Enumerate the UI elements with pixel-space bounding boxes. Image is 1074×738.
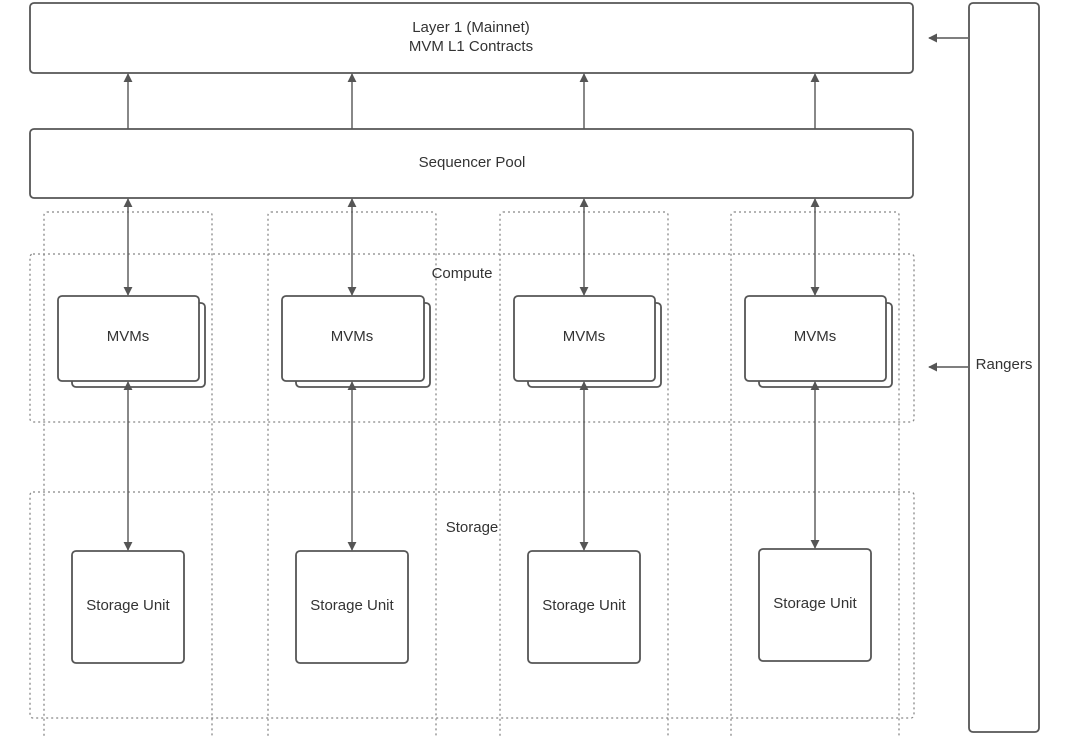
storage-unit-3: Storage Unit [527,550,641,664]
compute-label: Compute [432,265,493,282]
sequencer-label: Sequencer Pool [419,154,526,171]
compute-layer: Compute [29,253,915,423]
sequencer-box [29,128,914,199]
storage-unit-1: Storage Unit [71,550,185,664]
rangers-label: Rangers [976,356,1033,373]
mvm-block-2: MVMs [281,295,431,388]
mvm-storage-arrows [123,381,820,551]
rangers-box [968,2,1040,733]
sequencer-to-layer1-arrows [123,73,820,129]
mvm-block-4: MVMs [744,295,893,388]
storage-unit-box [758,548,872,662]
mvm-block-box [744,295,887,382]
layer1-node: Layer 1 (Mainnet) MVM L1 Contracts [29,2,914,74]
mvm-block-box [57,295,200,382]
mvm-block-label: MVMs [794,328,837,345]
mvm-block-label: MVMs [107,328,150,345]
layer1-subtitle: MVM L1 Contracts [409,38,533,55]
rangers-node: Rangers [968,2,1040,733]
mvm-block-label: MVMs [563,328,606,345]
mvm-block-label: MVMs [331,328,374,345]
layer1-title: Layer 1 (Mainnet) [412,19,530,36]
mvm-block-3: MVMs [513,295,662,388]
storage-unit-box [527,550,641,664]
storage-unit-4: Storage Unit [758,548,872,662]
storage-unit-label: Storage Unit [773,595,857,612]
mvm-block-box [281,295,425,382]
storage-unit-box [71,550,185,664]
storage-unit-2: Storage Unit [295,550,409,664]
sequencer-node: Sequencer Pool [29,128,914,199]
storage-label: Storage [446,519,499,536]
mvm-block-box [513,295,656,382]
rangers-arrows [928,33,968,372]
layer1-box [29,2,914,74]
storage-unit-label: Storage Unit [310,597,394,614]
sequencer-mvm-arrows [123,198,820,296]
storage-unit-label: Storage Unit [542,597,626,614]
storage-unit-box [295,550,409,664]
storage-unit-label: Storage Unit [86,597,170,614]
storage-layer: Storage [29,491,915,719]
mvm-block-1: MVMs [57,295,206,388]
storage-layer-box [29,491,915,719]
